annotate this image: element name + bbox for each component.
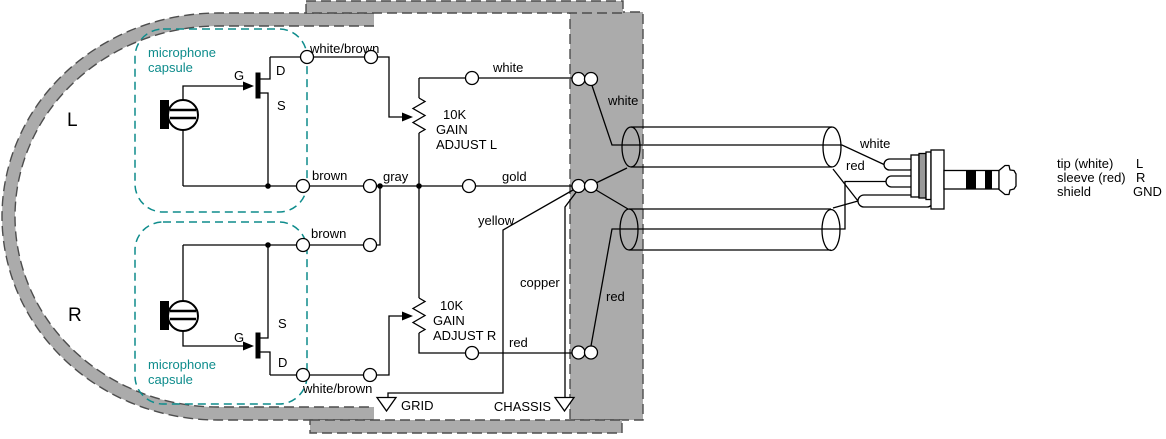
wire-label-red: red <box>509 335 528 350</box>
jfet-icon <box>243 57 271 186</box>
wire-label-yellow: yellow <box>478 213 515 228</box>
legend-tip-part: tip (white) <box>1057 156 1113 171</box>
trs-plug-icon <box>857 149 1017 210</box>
solder-terminals <box>295 49 599 383</box>
left-capsule-box-label-line2: capsule <box>148 60 193 75</box>
wire-label-r-bottom: white/brown <box>302 381 372 396</box>
pot-l-wiper-arrow <box>402 112 413 122</box>
pot-r-value: 10K <box>440 298 463 313</box>
jfet-r-drain-label: D <box>278 355 287 370</box>
gain-pot-l <box>411 77 578 186</box>
shield-to-sleeve-1 <box>832 168 859 202</box>
left-capsule-box: microphone capsule <box>134 28 308 213</box>
legend-shield-signal: GND <box>1133 184 1162 199</box>
legend-tip-signal: L <box>1136 156 1143 171</box>
legend-sleeve-signal: R <box>1136 170 1145 185</box>
plug-flange <box>930 149 945 210</box>
pot-r-label1: GAIN <box>433 313 465 328</box>
legend-sleeve-part: sleeve (red) <box>1057 170 1126 185</box>
right-capsule-box-label-line2: capsule <box>148 372 193 387</box>
right-channel-labels: G S D brown white/brown red <box>234 226 528 396</box>
left-capsule-box-label-line1: microphone <box>148 45 216 60</box>
cable-right <box>619 208 841 252</box>
plug-legend: tip (white) L sleeve (red) R shield GND <box>1057 156 1162 199</box>
gain-pot-r-labels: 10K GAIN ADJUST R <box>433 298 496 343</box>
pot-l-label2: ADJUST L <box>436 137 497 152</box>
plug-tip <box>998 164 1017 196</box>
grid-label: GRID <box>401 398 434 413</box>
legend-shield-part: shield <box>1057 184 1091 199</box>
right-channel-circuit <box>160 186 413 376</box>
tip-lug <box>883 158 916 171</box>
panel-wiring <box>590 85 886 347</box>
copper-wire <box>564 190 578 397</box>
right-capsule-box-label-line1: microphone <box>148 357 216 372</box>
cable-left <box>621 126 842 168</box>
white-lead <box>591 85 885 166</box>
cable-wire-label-white: white <box>859 136 890 151</box>
wire-label-r-top: brown <box>311 226 346 241</box>
yellow-wire <box>387 189 574 397</box>
wire-label-gold: gold <box>502 169 527 184</box>
pot-l-value: 10K <box>443 107 466 122</box>
shield-to-sleeve-2 <box>832 200 859 209</box>
top-cover-bar <box>305 0 624 14</box>
jfet-l-gate-label: G <box>234 68 244 83</box>
jfet-icon <box>243 245 271 375</box>
shield-lead-2 <box>595 189 629 210</box>
pot-r-label2: ADJUST R <box>433 328 496 343</box>
left-channel-label: L <box>67 110 78 131</box>
gain-pot-l-labels: 10K GAIN ADJUST L <box>436 107 497 152</box>
wire-label-white: white <box>492 60 523 75</box>
pot-r-wiper-arrow <box>402 311 413 321</box>
chassis-ground-icon <box>553 396 576 413</box>
right-capsule-box: microphone capsule <box>134 221 308 405</box>
right-channel-label: R <box>68 305 82 326</box>
jfet-l-drain-label: D <box>276 63 285 78</box>
jfet-r-gate-label: G <box>234 330 244 345</box>
electret-capsule-icon <box>160 300 199 332</box>
cable-wire-label-red: red <box>846 158 865 173</box>
plug-insulator-band <box>966 170 976 189</box>
grid-ground-icon <box>375 396 398 413</box>
wire-label-copper: copper <box>520 275 560 290</box>
electret-capsule-icon <box>160 99 199 131</box>
wire-label-l-bottom: brown <box>312 168 347 183</box>
gain-pot-r <box>411 186 578 354</box>
jfet-l-source-label: S <box>277 98 286 113</box>
jfet-r-source-label: S <box>278 316 287 331</box>
mic-housing-band <box>1 12 374 421</box>
bottom-cover-bar <box>309 419 623 434</box>
wire-label-l-top: white/brown <box>309 41 379 56</box>
chassis-label: CHASSIS <box>494 399 551 414</box>
shield-lead-1 <box>595 167 628 184</box>
left-channel-labels: G D S white/brown brown gray gold white <box>234 41 527 184</box>
wire-label-gray: gray <box>383 169 409 184</box>
panel-wire-label-red: red <box>606 289 625 304</box>
red-lead <box>590 180 886 347</box>
pot-l-label1: GAIN <box>436 122 468 137</box>
plug-insulator-band <box>985 170 992 189</box>
panel-wire-label-white: white <box>607 93 638 108</box>
ground-wires <box>375 189 578 413</box>
plug-washer <box>918 152 927 199</box>
